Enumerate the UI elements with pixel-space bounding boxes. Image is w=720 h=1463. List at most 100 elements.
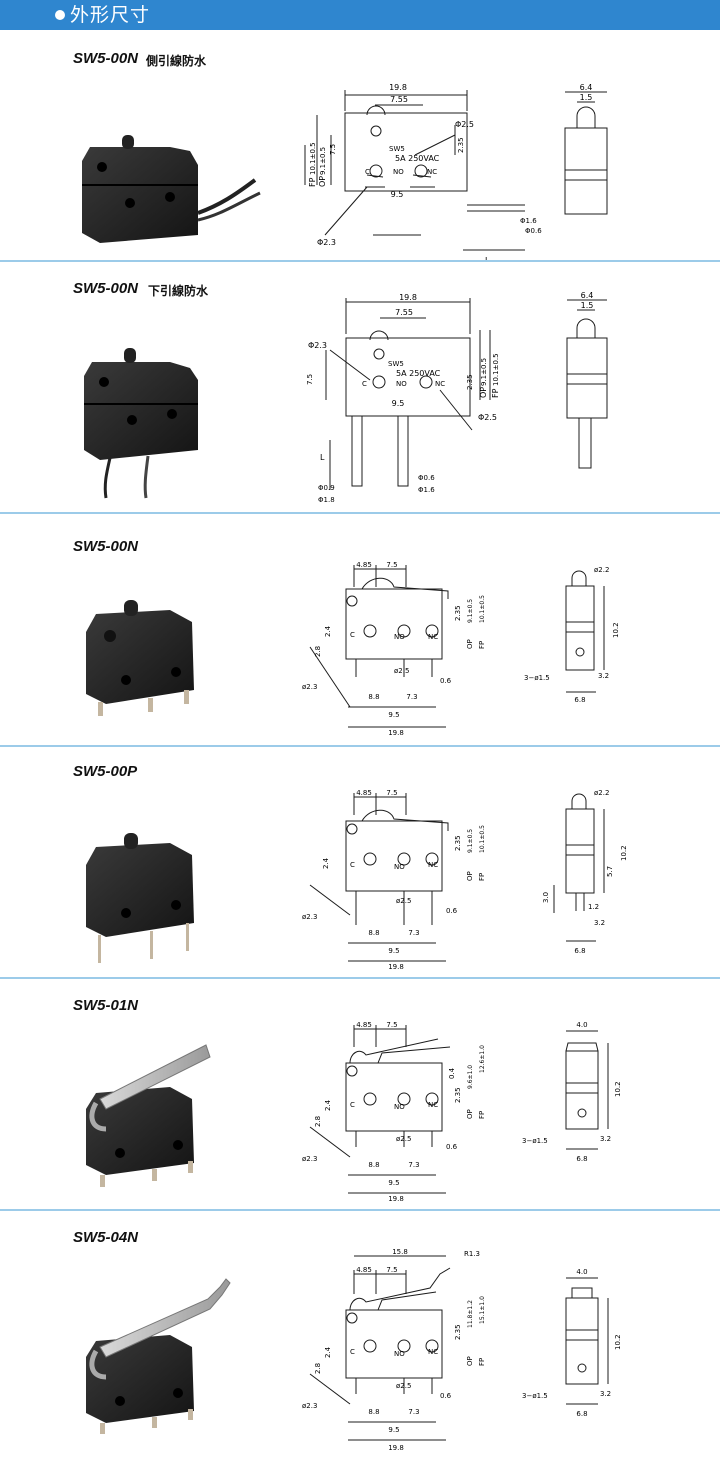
fp-dim: 10.1±0.5 [309,142,317,175]
op-dim: 9.1±0.5 [467,829,474,853]
dim-offset: 4.85 [356,1021,372,1029]
fp-label: FP [491,388,500,398]
fp-dim: 10.1±0.5 [479,595,486,623]
model-name: SW5-00N [73,50,139,67]
pin-nc: NC [428,1101,438,1109]
front-drawing: 4.85 7.5 C NO NC ø2.5 0.6 8.8 7.3 9.5 19… [302,1021,486,1202]
dim-hole: ø2.5 [394,667,409,675]
model-subtitle: 側引線防水 [146,54,207,68]
dim-offset: 4.85 [356,561,372,569]
dim-height: 7.5 [329,144,337,155]
fp-label: FP [478,873,486,881]
dim-pin: 0.6 [440,1392,452,1400]
fp-label: FP [478,1358,486,1366]
pin-nc: NC [427,168,437,176]
dim-pitch: 7.5 [386,789,397,797]
dim-hole2: ø2.3 [302,1402,317,1410]
dim-b: 7.3 [408,1408,419,1416]
dim-pin: 0.6 [446,907,458,915]
pin-nc: NC [435,380,445,388]
section-sw5-00p: SW5-00P 4.85 7.5 C NO NC ø2.5 0.6 8.8 [0,755,720,975]
switch-photo [86,833,194,963]
dim-travel: 2.35 [454,1324,462,1340]
pin-c: C [350,1101,355,1109]
fp-dim: 10.1±0.5 [492,353,500,386]
dim-h1: 2.4 [324,1346,332,1358]
dim-hole2: Φ2.5 [478,413,497,422]
dim-pitch: 7.5 [386,1021,397,1029]
op-dim: 9.1±0.5 [467,599,474,623]
dim-span: 9.5 [388,1426,399,1434]
dim-offset: 3.2 [600,1390,611,1398]
dim-hole: Φ2.3 [308,341,327,350]
dim-width: 19.8 [388,729,404,737]
dim-pitch: 7.55 [395,308,413,317]
side-drawing: 6.4 1.5 [566,291,608,469]
dim-offset: 3.2 [598,672,609,680]
label-rating: 5A 250VAC [395,154,440,163]
dim-width: 19.8 [388,963,404,970]
dim-h1: 2.4 [324,1099,332,1111]
section-sw5-00n-bottom: SW5-00N 下引線防水 19.8 7.55 Φ2.3 SW5 [0,270,720,510]
dim-h30: 3.0 [542,892,550,903]
dim-length: L [320,453,325,462]
dim-span: 9.5 [388,947,399,955]
dim-travel: 2.35 [454,1087,462,1103]
dim-pitch: 7.5 [386,561,397,569]
dim-hole2: ø2.3 [302,683,317,691]
dim-hole2: ø2.3 [302,913,317,921]
dim-travel: 2.35 [457,137,465,153]
dim-wire2: Φ1.8 [318,496,335,504]
bullet-icon [55,10,65,20]
front-drawing: 4.85 7.5 C NO NC ø2.5 0.6 8.8 7.3 9.5 19… [302,789,486,970]
pin-no: NO [394,1103,405,1111]
dim-h2: 2.8 [314,646,322,657]
side-drawing: 4.0 10.2 3−ø1.5 3.2 6.8 [522,1268,622,1418]
section-sw5-00n-side: SW5-00N 側引線防水 [0,40,720,260]
dim-plunger: ø2.2 [594,566,609,574]
dim-span: 9.5 [392,399,405,408]
dim-thickness: 6.8 [576,1155,587,1163]
dim-span: 9.5 [388,711,399,719]
dim-plunger: 1.5 [580,93,593,102]
label-model: SW5 [388,360,404,368]
fp-dim: 15.1±1.0 [479,1296,486,1324]
dim-b: 7.3 [408,1161,419,1169]
label-rating: 5A 250VAC [396,369,441,378]
dim-span: 9.5 [388,1179,399,1187]
dim-h12: 1.2 [588,903,599,911]
pin-c: C [362,380,367,388]
dim-pitch: 7.5 [386,1266,397,1274]
pin-no: NO [394,1350,405,1358]
dim-pitch: 7.55 [390,95,408,104]
dim-pin: 0.6 [440,677,452,685]
section-sw5-04n: SW5-04N 15.8 R1.3 4.85 7.5 C NO [0,1219,720,1459]
dim-hole: ø2.5 [396,1135,411,1143]
dim-travel: 2.35 [454,605,462,621]
dim-h1: 2.4 [324,625,332,637]
pin-no: NO [394,633,405,641]
divider [0,745,720,747]
dim-width: 19.8 [399,293,417,302]
dim-wire4: Φ1.6 [418,486,435,494]
pin-no: NO [393,168,404,176]
dim-width: 19.8 [389,83,407,92]
dim-hole: ø2.5 [396,897,411,905]
label-model: SW5 [389,145,405,153]
front-drawing: 19.8 7.55 Φ2.3 SW5 5A 250VAC C NO NC 9.5… [306,293,500,504]
switch-photo [86,1044,211,1187]
op-label: OP [466,639,474,649]
divider [0,1209,720,1211]
fp-dim: 10.1±0.5 [479,825,486,853]
switch-photo [84,348,198,499]
dim-b: 7.3 [408,929,419,937]
dim-offset: 3.2 [594,919,605,927]
dim-hole2: Φ2.3 [317,238,336,247]
dim-offset: 3.2 [600,1135,611,1143]
dim-span: 9.5 [391,190,404,199]
divider [0,977,720,979]
dim-a: 8.8 [368,1408,379,1416]
dim-plunger: 4.0 [576,1021,587,1029]
dim-plunger: ø2.2 [594,789,609,797]
dim-holes: 3−ø1.5 [522,1392,548,1400]
